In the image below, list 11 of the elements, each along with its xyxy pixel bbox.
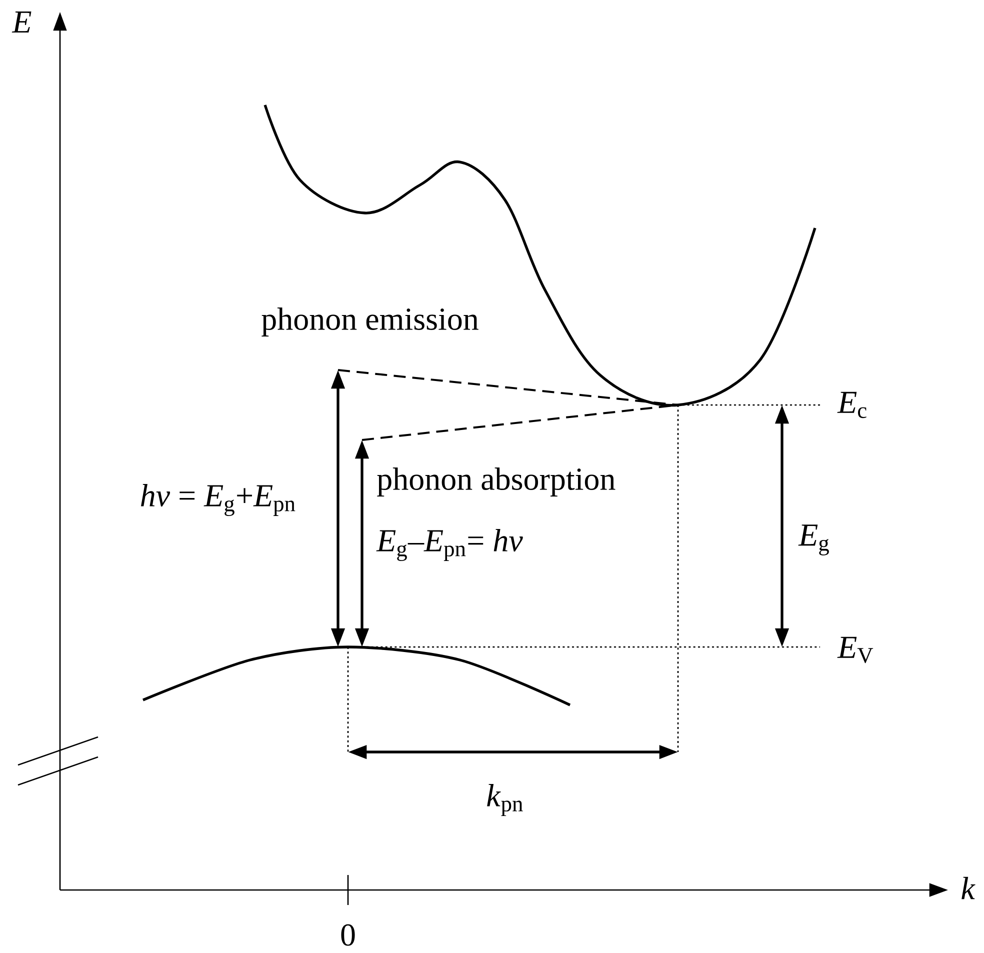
equation-label: E$_{g}$–E$_{pn}$= hν xyxy=(375,528,524,562)
axis-label: k xyxy=(959,876,977,900)
gap-label: E$_{g}$ xyxy=(797,523,832,557)
level-label: E$_{c}$ xyxy=(836,390,870,420)
axis-label: E xyxy=(10,10,34,34)
text-label: phonon absorption xyxy=(375,466,618,498)
momentum-label: k$_{pn}$ xyxy=(484,782,526,818)
equation-label: hν = E$_{g}$+E$_{pn}$ xyxy=(138,482,298,518)
text-label: phonon emission xyxy=(260,306,480,338)
tick-label: 0 xyxy=(338,922,358,948)
level-label: E$_{V}$ xyxy=(836,636,876,664)
